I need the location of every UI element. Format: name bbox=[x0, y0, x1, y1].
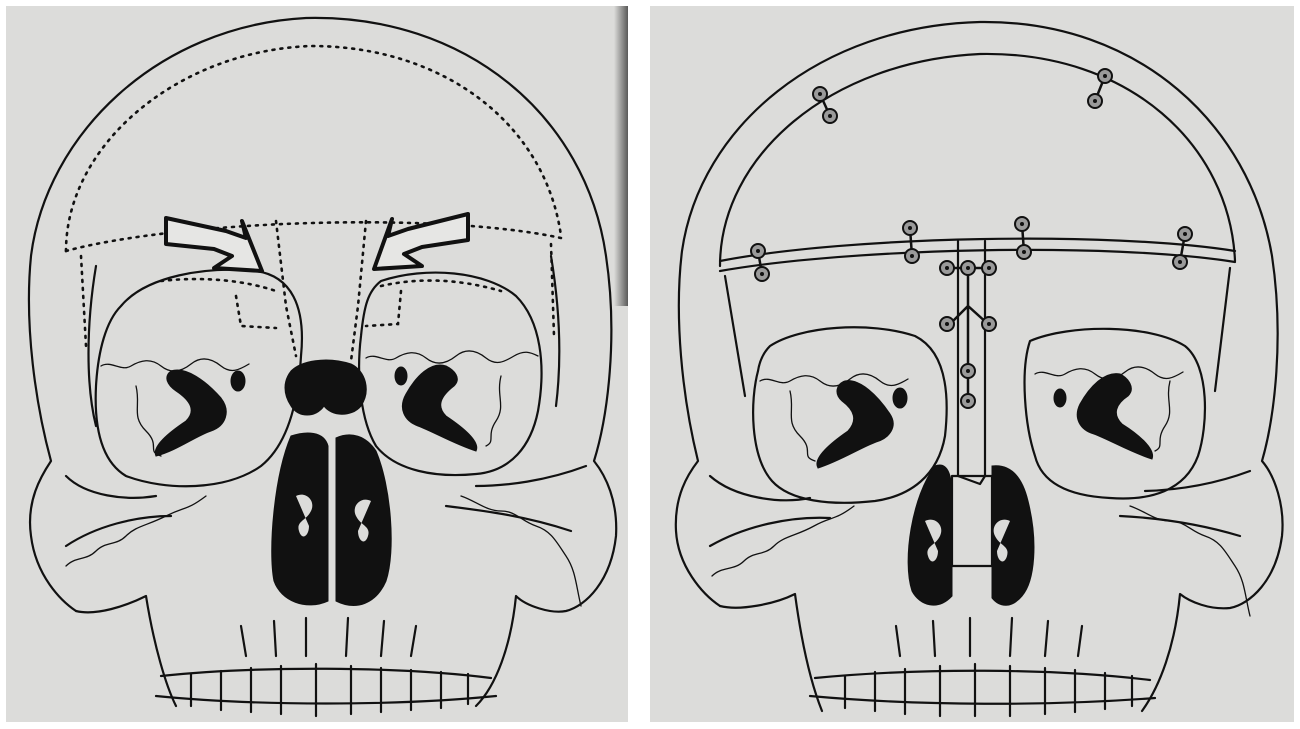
orbit-left bbox=[753, 327, 947, 503]
arrow-icon bbox=[166, 214, 468, 271]
panel-postoperative bbox=[650, 6, 1294, 722]
panel-preoperative bbox=[6, 6, 628, 722]
orbit-fissure-right bbox=[402, 365, 476, 451]
skull-drawing-right bbox=[650, 6, 1294, 722]
orbit-fissure-left bbox=[155, 370, 226, 456]
arrow-icon-right bbox=[374, 214, 468, 269]
skull-drawing-left bbox=[6, 6, 628, 722]
nasal-bone bbox=[285, 360, 366, 415]
skull-outline-lower-left bbox=[76, 596, 176, 706]
nasal-cavity bbox=[908, 465, 1034, 605]
osteotomy-bandeau-dotted bbox=[66, 222, 561, 251]
orbit-fissure-right bbox=[1077, 374, 1152, 459]
bone-flap-inner bbox=[720, 54, 1235, 266]
nasal-cavity bbox=[272, 433, 391, 605]
orbit-fissure-left bbox=[817, 381, 893, 468]
bone-graft bbox=[958, 241, 985, 484]
skull-outline bbox=[676, 22, 1283, 711]
